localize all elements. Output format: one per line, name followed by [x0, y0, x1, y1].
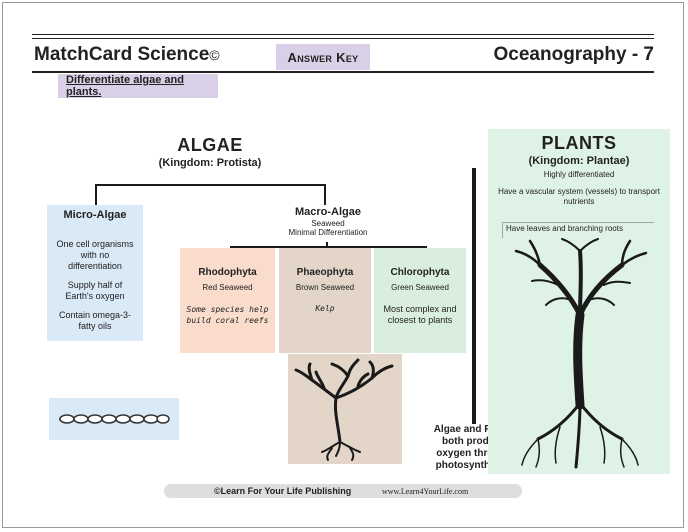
macro-algae-sub2: Minimal Differentiation — [288, 228, 368, 237]
group-name: Phaeophyta — [296, 267, 354, 278]
section-divider — [472, 168, 476, 424]
micro-fact: One cell organisms with no differentiati… — [56, 239, 134, 271]
kelp-image — [288, 354, 402, 464]
group-note: Most complex and closest to plants — [383, 304, 457, 325]
group-name: Chlorophyta — [390, 267, 450, 278]
macro-algae-sub: Seaweed — [311, 219, 345, 228]
algae-title: ALGAE — [177, 135, 243, 155]
group-name: Rhodophyta — [198, 267, 257, 278]
plants-title: PLANTS — [541, 133, 617, 153]
header-rule-top-2 — [32, 38, 654, 39]
micro-algae-card: Micro-Algae One cell organisms with no d… — [47, 205, 143, 341]
plants-rule — [502, 222, 654, 223]
macro-algae-title: Macro-Algae — [294, 206, 362, 218]
answer-key-badge: Answer Key — [276, 44, 370, 70]
footer-publisher: ©Learn For Your Life Publishing — [214, 486, 352, 496]
micro-algae-title: Micro-Algae — [63, 209, 127, 221]
tree-image — [510, 235, 650, 471]
micro-algae-chain-image — [49, 398, 179, 440]
summary-text: Algae and Plants both produce oxygen thr… — [433, 424, 515, 471]
macro-branch-stem — [326, 242, 328, 248]
plants-rule-left — [502, 222, 503, 238]
algae-kingdom: (Kingdom: Protista) — [158, 157, 262, 169]
plants-fact: Have leaves and branching roots — [506, 224, 623, 233]
plants-fact: Have a vascular system (vessels) to tran… — [498, 187, 660, 206]
objective-banner: Differentiate algae and plants. — [58, 74, 218, 98]
plants-kingdom: (Kingdom: Plantae) — [528, 155, 630, 167]
algae-branch-right — [324, 184, 326, 205]
group-common: Brown Seaweed — [295, 283, 355, 292]
group-note: Some species help build coral reefs — [186, 305, 269, 325]
micro-fact: Supply half of Earth's oxygen — [65, 280, 125, 301]
algae-branch-line — [95, 184, 326, 186]
micro-fact: Contain omega-3-fatty oils — [58, 310, 132, 331]
group-common: Red Seaweed — [202, 283, 253, 292]
group-note: Kelp — [315, 304, 335, 313]
macro-branch-line — [230, 246, 427, 248]
worksheet-title: MatchCard Science© — [34, 44, 220, 65]
header-rule-top — [32, 34, 654, 35]
rhodophyta-card: Rhodophyta Red Seaweed Some species help… — [180, 248, 275, 353]
footer-bar — [164, 484, 522, 498]
plants-fact: Highly differentiated — [543, 170, 615, 179]
algae-branch-left — [95, 184, 97, 206]
phaeophyta-card: Phaeophyta Brown Seaweed Kelp — [279, 248, 371, 353]
group-common: Green Seaweed — [391, 283, 449, 292]
footer-url: www.Learn4YourLife.com — [382, 487, 469, 496]
plants-card: PLANTS (Kingdom: Plantae) Highly differe… — [488, 129, 670, 474]
topic-title: Oceanography - 7 — [493, 44, 655, 65]
header-rule-bottom — [32, 71, 654, 73]
chlorophyta-card: Chlorophyta Green Seaweed Most complex a… — [374, 248, 466, 353]
